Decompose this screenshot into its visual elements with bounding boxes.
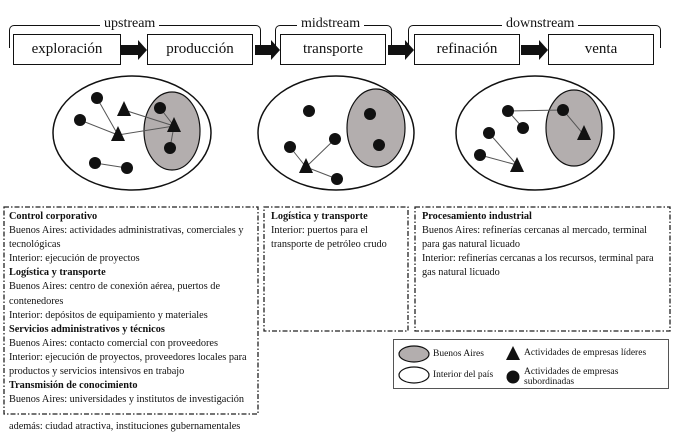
midstream-panel-border (263, 206, 409, 332)
leader-activity (299, 158, 313, 173)
network-upstream (52, 75, 212, 191)
subordinate-activity (121, 162, 133, 174)
panel-heading: Procesamiento industrial (422, 211, 532, 222)
subordinate-activity (517, 122, 529, 134)
subordinate-activity (329, 133, 341, 145)
step-produccion: producción (147, 34, 253, 65)
panel-line: Interior: puertos para el transporte de … (271, 225, 387, 251)
panel-note: además: ciudad atractiva, instituciones … (9, 421, 241, 433)
panel-line: Buenos Aires: contacto comercial con pro… (9, 337, 219, 349)
legend-item-interior: Interior del país (398, 366, 493, 384)
subordinate-activity (557, 104, 569, 116)
network-midstream (257, 75, 415, 191)
subordinate-activity (373, 139, 385, 151)
arrow-icon (121, 40, 147, 60)
subordinate-activity (89, 157, 101, 169)
legend-label: Interior del país (433, 370, 494, 380)
legend-label: Buenos Aires (433, 349, 484, 359)
white-ellipse-icon (398, 366, 430, 384)
step-venta: venta (548, 34, 654, 65)
panel-line: Buenos Aires: centro de conexión aérea, … (9, 281, 221, 307)
step-exploracion: exploración (13, 34, 121, 65)
panel-heading: Control corporativo (9, 211, 98, 222)
legend-item-leaders: Actividades de empresas líderes (505, 345, 646, 361)
leader-activity (510, 157, 524, 172)
gray-ellipse-icon (398, 345, 430, 363)
panel-line: Interior: refinerías cercanas a los recu… (422, 253, 654, 279)
subordinate-activity (331, 173, 343, 185)
panel-line: Interior: ejecución de proyectos, provee… (9, 351, 247, 378)
arrow-icon (521, 40, 548, 60)
subordinate-activity (474, 149, 486, 161)
step-refinacion: refinación (414, 34, 520, 65)
panel-heading: Servicios administrativos y técnicos (9, 323, 165, 335)
subordinate-activity (284, 141, 296, 153)
stage-label-upstream: upstream (100, 17, 160, 31)
downstream-panel-border (414, 206, 671, 332)
leader-activity (117, 101, 131, 116)
circle-icon (506, 370, 520, 384)
legend-label: Actividades de empresas líderes (524, 348, 647, 358)
arrow-icon (388, 40, 414, 60)
downstream-panel: Procesamiento industrial Buenos Aires: r… (416, 208, 669, 330)
panel-line: Interior: ejecución de proyectos (9, 253, 140, 265)
stage-label-downstream: downstream (502, 17, 579, 31)
leader-activity (111, 126, 125, 141)
panel-heading: Logística y transporte (271, 211, 368, 222)
legend-item-subordinates: Actividades de empresas subordinadas (505, 367, 668, 387)
arrow-icon (255, 40, 280, 60)
panel-line: Buenos Aires: universidades y institutos… (9, 394, 245, 406)
panel-line: Buenos Aires: actividades administrativa… (9, 225, 244, 251)
network-downstream (455, 75, 615, 191)
buenos-aires-region (346, 88, 406, 168)
step-transporte: transporte (280, 34, 386, 65)
panel-heading: Transmisión de conocimiento (9, 380, 138, 392)
subordinate-activity (303, 105, 315, 117)
subordinate-activity (483, 127, 495, 139)
legend-label: Actividades de empresas subordinadas (524, 367, 619, 387)
upstream-panel-border (3, 206, 259, 415)
panel-heading: Logística y transporte (9, 267, 106, 279)
midstream-panel: Logística y transporte Interior: puertos… (265, 208, 407, 330)
subordinate-activity (502, 105, 514, 117)
panel-line: Buenos Aires: refinerías cercanas al mer… (422, 225, 648, 251)
triangle-icon (506, 346, 520, 360)
subordinate-activity (74, 114, 86, 126)
leader-activity (577, 125, 591, 140)
panel-line: Interior: depósitos de equipamiento y ma… (9, 309, 208, 321)
legend-item-buenos-aires: Buenos Aires (398, 345, 484, 363)
leader-activity (167, 117, 181, 132)
subordinate-activity (154, 102, 166, 114)
upstream-panel: Control corporativo Buenos Aires: activi… (5, 208, 257, 432)
subordinate-activity (164, 142, 176, 154)
stage-label-midstream: midstream (297, 17, 365, 31)
legend: Buenos Aires Interior del país Actividad… (393, 339, 669, 389)
subordinate-activity (91, 92, 103, 104)
subordinate-activity (364, 108, 376, 120)
